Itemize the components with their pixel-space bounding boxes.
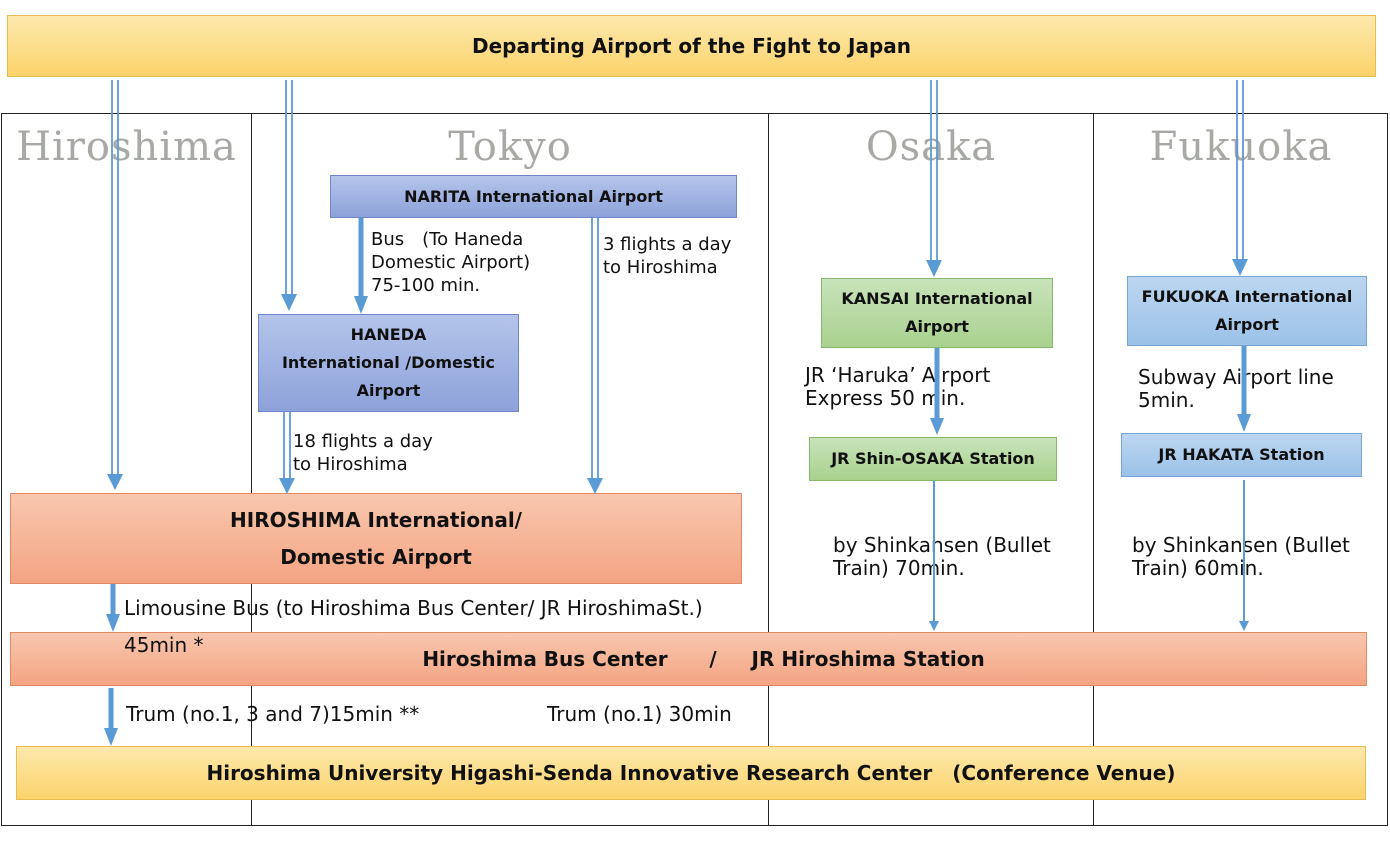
fukuoka-label-2: Airport xyxy=(1215,315,1279,334)
haneda-label-3: Airport xyxy=(356,381,421,400)
arrowhead xyxy=(104,728,118,746)
arrowhead xyxy=(587,478,603,494)
diagram-frame xyxy=(1,113,1388,826)
double-arrow-tokyo xyxy=(285,80,293,298)
region-fukuoka: Fukuoka xyxy=(1149,124,1333,170)
arrowhead xyxy=(929,621,939,631)
haneda-flights-arrow xyxy=(283,412,291,480)
hub-station-box: Hiroshima Bus Center / JR Hiroshima Stat… xyxy=(10,632,1367,686)
arrowhead xyxy=(1239,621,1249,631)
narita-flights-text: 3 flights a day to Hiroshima xyxy=(603,234,732,278)
arrowhead xyxy=(926,260,942,277)
haruka-route-text: JR ‘Haruka’ Airport Express 50 min. xyxy=(805,363,991,410)
narita-airport-box: NARITA International Airport xyxy=(330,175,737,218)
venue-label: Hiroshima University Higashi-Senda Innov… xyxy=(206,761,1176,785)
shin-osaka-station-box: JR Shin-OSAKA Station xyxy=(809,437,1057,481)
shinkansen-osaka-text: by Shinkansen (Bullet Train) 70min. xyxy=(833,533,1051,580)
kansai-label-2: Airport xyxy=(905,317,969,336)
region-tokyo: Tokyo xyxy=(448,124,572,170)
hiroshima-airport-box: HIROSHIMA International/ Domestic Airpor… xyxy=(10,493,742,584)
conference-venue-box: Hiroshima University Higashi-Senda Innov… xyxy=(16,746,1366,800)
limousine-route-text: Limousine Bus (to Hiroshima Bus Center/ … xyxy=(124,596,703,620)
shin-osaka-label: JR Shin-OSAKA Station xyxy=(831,449,1035,468)
tram-route-a-text: Trum (no.1, 3 and 7)15min ** xyxy=(126,702,420,726)
narita-label: NARITA International Airport xyxy=(404,186,663,206)
column-divider xyxy=(251,113,252,826)
departure-header-title: Departing Airport of the Fight to Japan xyxy=(472,34,911,58)
hiroshima-airport-label-1: HIROSHIMA International/ xyxy=(230,507,522,532)
double-arrow-fukuoka xyxy=(1236,80,1244,262)
arrowhead xyxy=(106,614,120,632)
arrowhead xyxy=(354,296,368,314)
haneda-label-1: HANEDA xyxy=(350,325,427,344)
haneda-airport-box: HANEDA International /Domestic Airport xyxy=(258,314,519,412)
kansai-label-1: KANSAI International xyxy=(841,289,1033,308)
arrowhead xyxy=(281,294,297,311)
shinkansen-fukuoka-text: by Shinkansen (Bullet Train) 60min. xyxy=(1132,533,1350,580)
subway-route-text: Subway Airport line 5min. xyxy=(1138,365,1334,412)
departure-header: Departing Airport of the Fight to Japan xyxy=(7,15,1376,77)
limousine-time-text: 45min * xyxy=(124,633,204,657)
arrowhead xyxy=(279,478,295,494)
column-divider xyxy=(1093,113,1094,826)
hub-label: Hiroshima Bus Center / JR Hiroshima Stat… xyxy=(422,646,985,671)
fukuoka-label-1: FUKUOKA International xyxy=(1141,287,1353,306)
narita-flights-arrow xyxy=(591,218,599,480)
arrowhead xyxy=(930,418,944,435)
double-arrow-osaka xyxy=(930,80,938,262)
fukuoka-airport-box: FUKUOKA International Airport xyxy=(1127,276,1367,346)
kansai-airport-box: KANSAI International Airport xyxy=(821,278,1053,348)
hiroshima-airport-label-2: Domestic Airport xyxy=(280,544,472,569)
double-arrow-hiroshima xyxy=(111,80,119,478)
region-hiroshima: Hiroshima xyxy=(16,124,237,170)
narita-bus-route-text: Bus (To Haneda Domestic Airport) 75-100 … xyxy=(371,229,531,296)
column-divider xyxy=(768,113,769,826)
arrowhead xyxy=(107,474,123,490)
hakata-station-box: JR HAKATA Station xyxy=(1121,433,1362,477)
hakata-label: JR HAKATA Station xyxy=(1158,445,1325,464)
tram-route-b-text: Trum (no.1) 30min xyxy=(547,702,732,726)
arrowhead xyxy=(1232,259,1248,276)
arrowhead xyxy=(1237,414,1251,432)
haneda-label-2: International /Domestic xyxy=(281,353,496,372)
haneda-flights-text: 18 flights a day to Hiroshima xyxy=(293,431,433,475)
